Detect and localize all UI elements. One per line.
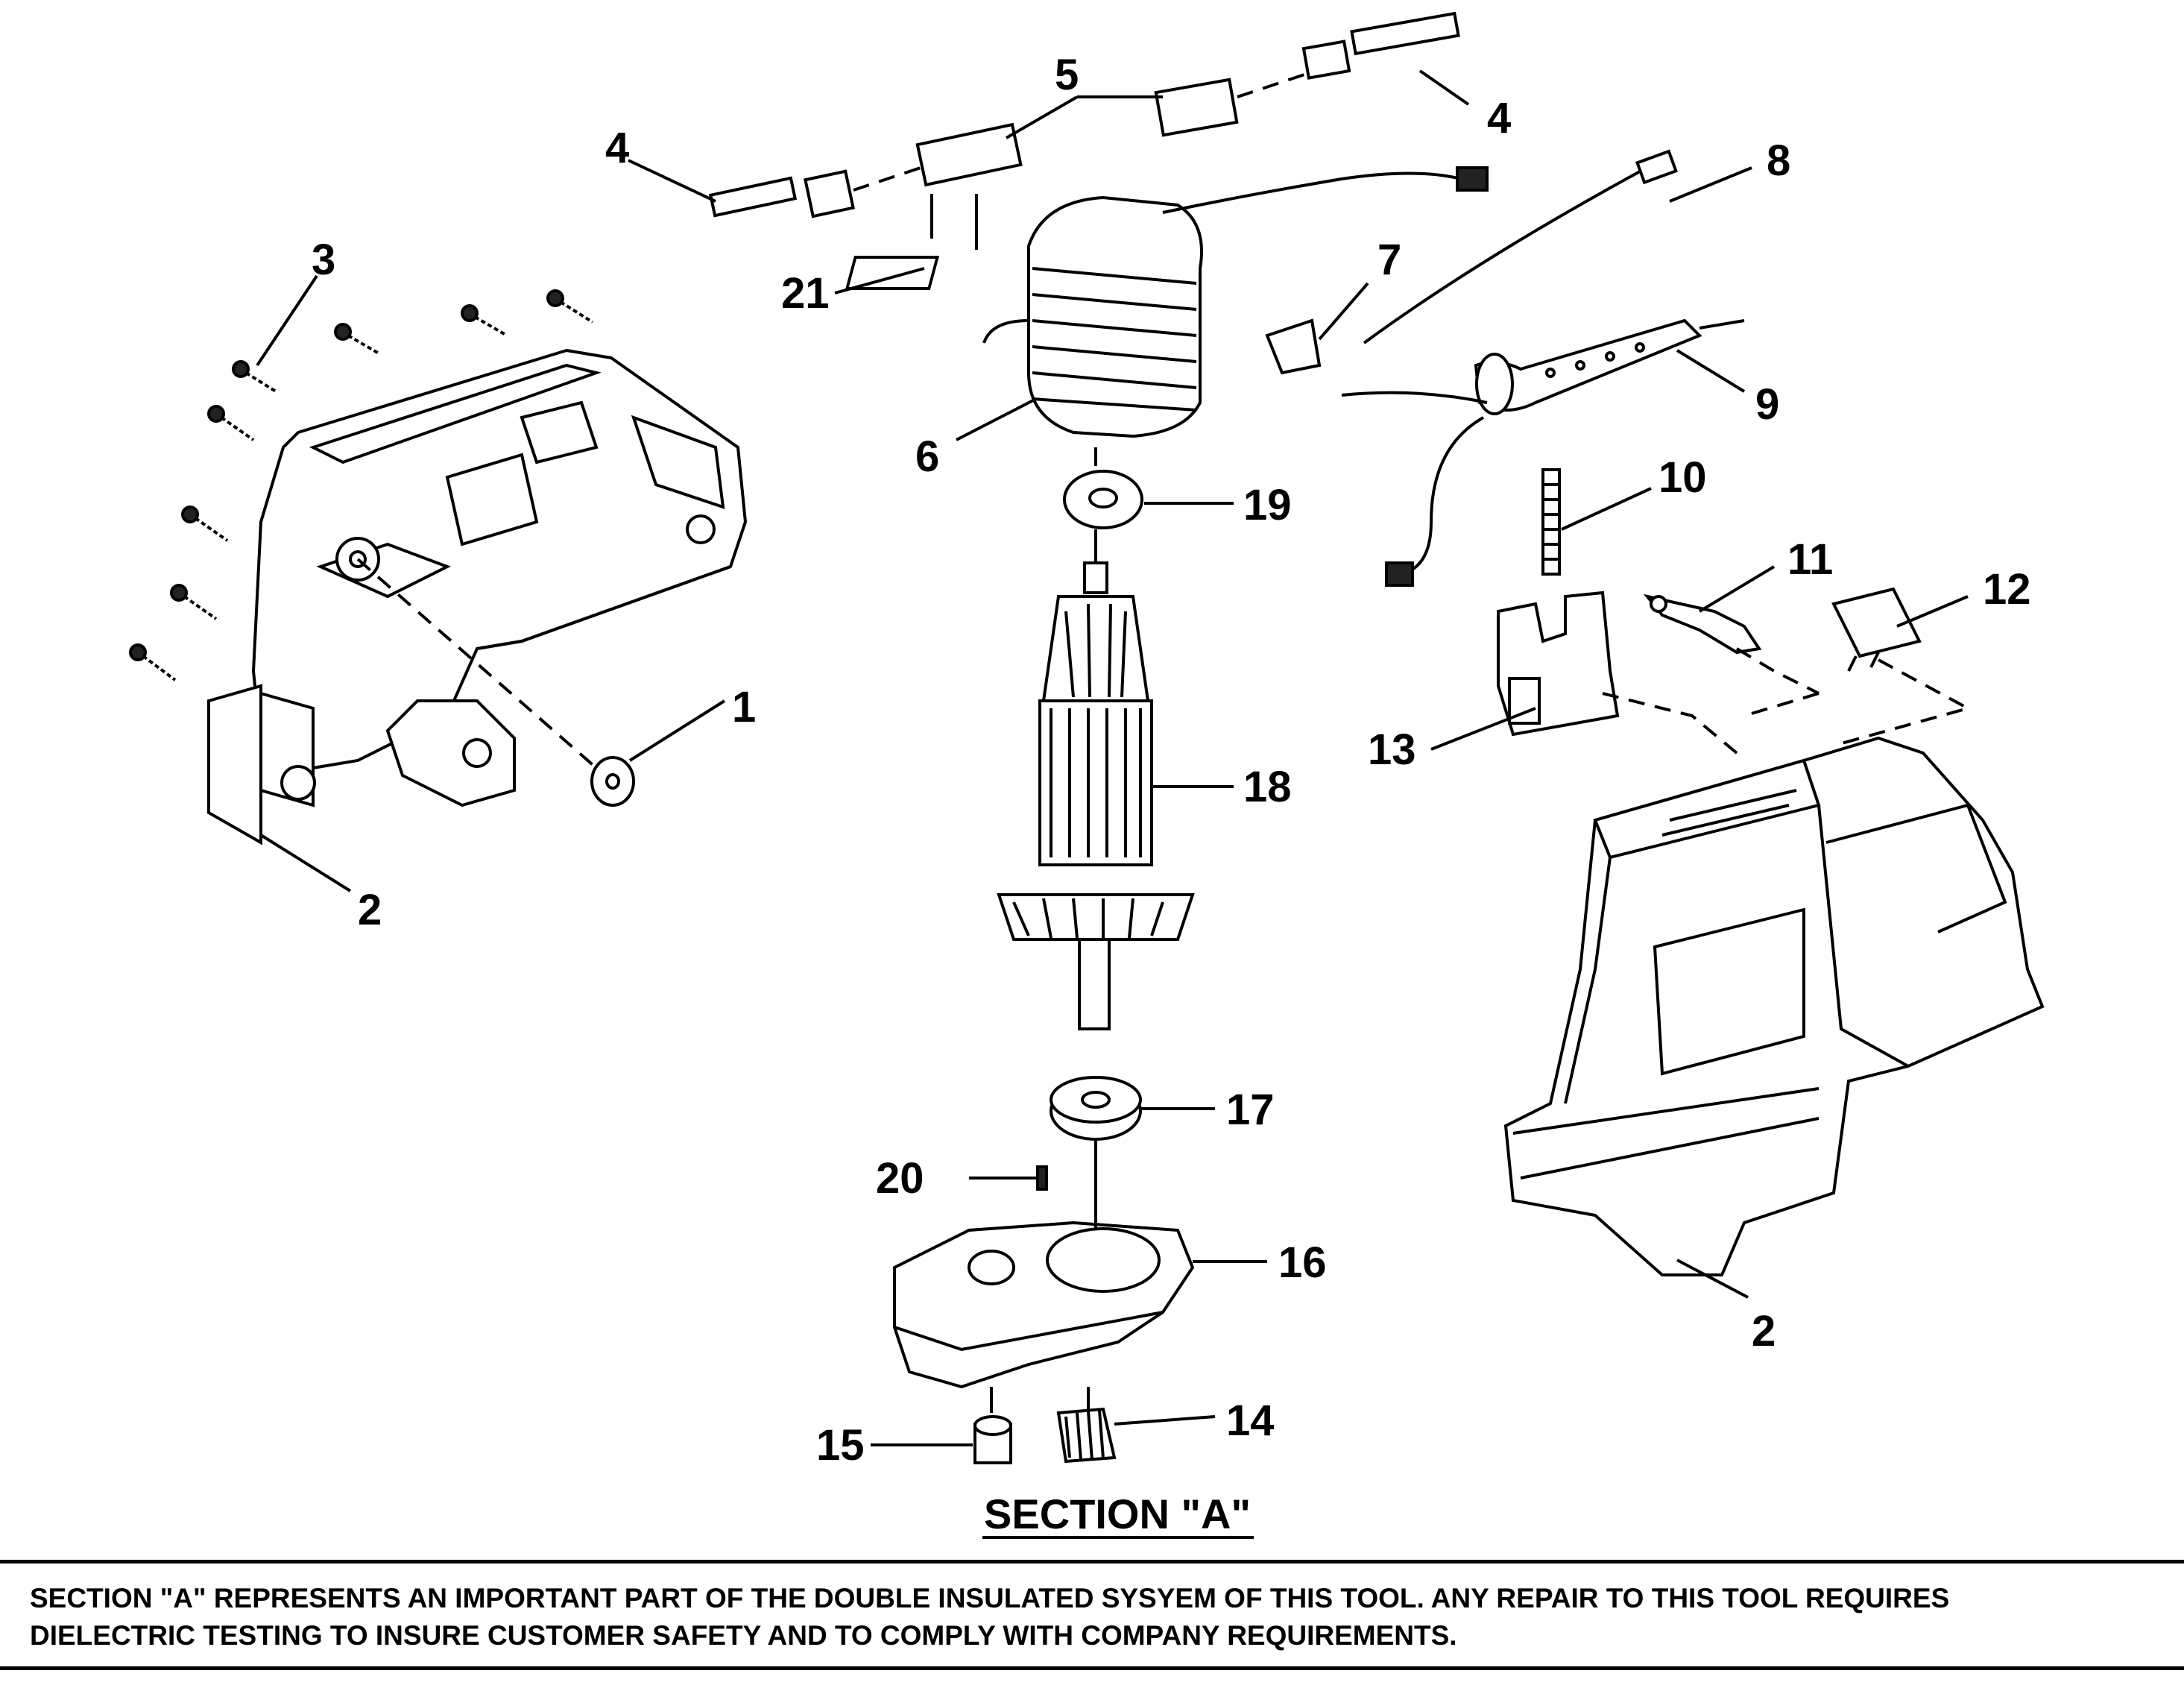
callout-18: 18	[1243, 763, 1292, 811]
callout-5: 5	[1055, 51, 1079, 99]
screw	[546, 289, 594, 324]
bushing	[973, 1387, 1012, 1464]
callout-12: 12	[1983, 565, 2031, 614]
callout-3: 3	[312, 236, 335, 284]
screw	[334, 323, 382, 356]
callout-16: 16	[1278, 1238, 1327, 1287]
screw	[170, 584, 218, 620]
callout-2-right: 2	[1752, 1307, 1776, 1355]
callout-13: 13	[1368, 725, 1416, 774]
callout-6: 6	[915, 432, 939, 481]
safety-notice-line-2: DIELECTRIC TESTING TO INSURE CUSTOMER SA…	[30, 1620, 1457, 1651]
safety-notice-line-1: SECTION "A" REPRESENTS AN IMPORTANT PART…	[30, 1583, 1950, 1613]
screw	[461, 304, 508, 337]
callout-2-left: 2	[358, 886, 382, 934]
pin	[1036, 1165, 1048, 1191]
callout-17: 17	[1226, 1086, 1275, 1134]
screws	[129, 289, 594, 681]
callout-1: 1	[732, 683, 756, 731]
power-cord	[1341, 318, 1745, 587]
leader-lines	[256, 69, 1969, 1446]
callout-21: 21	[781, 269, 830, 318]
callout-9: 9	[1755, 380, 1779, 429]
armature	[997, 529, 1195, 1030]
switch-spring-clip	[1643, 593, 1762, 655]
lower-bearing	[1050, 1076, 1142, 1141]
gear-case-cover	[893, 1141, 1195, 1389]
screw	[181, 506, 229, 542]
screw	[129, 643, 177, 681]
callout-8: 8	[1767, 136, 1790, 185]
assembly-dashes	[1602, 647, 1972, 755]
callout-14: 14	[1226, 1396, 1275, 1445]
callout-10: 10	[1658, 453, 1707, 502]
washer	[356, 558, 635, 807]
lead-wire	[1363, 149, 1678, 344]
spring	[1541, 468, 1561, 576]
callout-7: 7	[1377, 236, 1401, 284]
wire-nut	[1265, 318, 1322, 375]
callout-20: 20	[876, 1154, 924, 1203]
pinion-gear	[1056, 1387, 1117, 1464]
upper-bearing	[1063, 470, 1143, 529]
callout-19: 19	[1243, 481, 1292, 529]
section-title: SECTION "A"	[984, 1490, 1251, 1537]
callout-15: 15	[816, 1421, 865, 1470]
right-housing-half	[1503, 736, 2045, 1276]
left-housing-half	[207, 348, 748, 845]
screw	[232, 360, 277, 393]
micro-switch	[1831, 587, 1922, 672]
callout-labels: 1 2 2 3 4 4 5 6 7 8 9 10 11 12 13 14 15 …	[312, 51, 2031, 1470]
callout-4-right: 4	[1487, 94, 1511, 142]
callout-4-left: 4	[605, 124, 629, 172]
switch-actuator	[1497, 591, 1620, 737]
screw	[207, 405, 255, 441]
brush-assembly	[708, 11, 1460, 290]
safety-notice: SECTION "A" REPRESENTS AN IMPORTANT PART…	[0, 1560, 2184, 1670]
field-coil	[982, 166, 1489, 466]
callout-11: 11	[1787, 535, 1833, 584]
